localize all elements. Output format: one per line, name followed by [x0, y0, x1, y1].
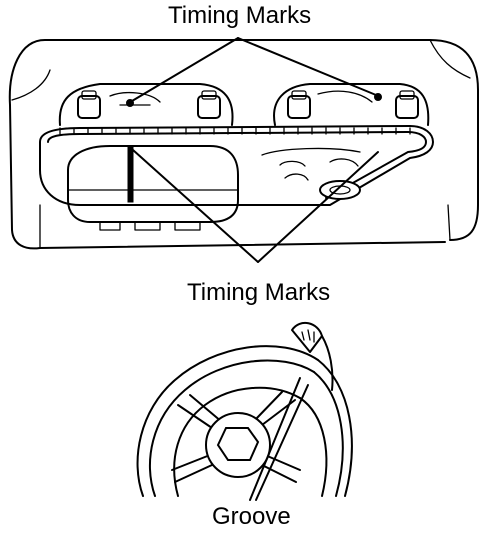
cap-timing-marks — [126, 93, 382, 107]
left-camshaft-cap — [58, 83, 234, 126]
right-camshaft-cap — [273, 83, 430, 126]
left-sprocket — [67, 145, 239, 231]
bolt-icon — [287, 90, 311, 119]
groove-leader-lines — [249, 377, 309, 501]
groove-label: Groove — [212, 503, 291, 530]
timing-scale — [291, 321, 334, 391]
engine-head-outline — [8, 39, 479, 250]
timing-chain — [39, 125, 434, 206]
bolt-icon — [197, 90, 221, 119]
cap-bolts — [77, 90, 419, 119]
right-sprocket — [261, 147, 361, 200]
timing-marks-middle-label: Timing Marks — [187, 279, 331, 306]
bolt-icon — [395, 90, 419, 119]
bolt-icon — [77, 90, 101, 119]
timing-marks-top-label: Timing Marks — [168, 2, 312, 29]
leader-lines-middle — [132, 149, 379, 263]
crankshaft-pulley — [136, 345, 353, 497]
leader-lines-top — [131, 37, 377, 102]
